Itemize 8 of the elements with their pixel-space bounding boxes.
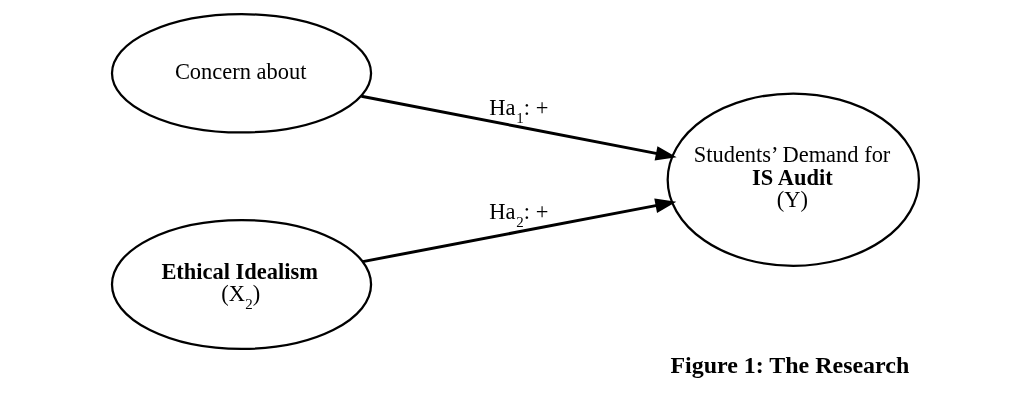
arrow: [362, 198, 676, 264]
arrow: [360, 94, 677, 161]
node-ellipse: Students’ Demand for IS Audit (Y): [666, 92, 920, 267]
node-ellipse: Ethical Idealism (X$_{2}$): [110, 218, 372, 350]
caption: Figure 1: The Research: [669, 351, 909, 378]
edge-label: Ha$_{1}$: +: [488, 95, 548, 127]
edge-label: Ha$_{2}$: +: [488, 198, 548, 230]
node-ellipse: Concern about: [110, 13, 372, 134]
